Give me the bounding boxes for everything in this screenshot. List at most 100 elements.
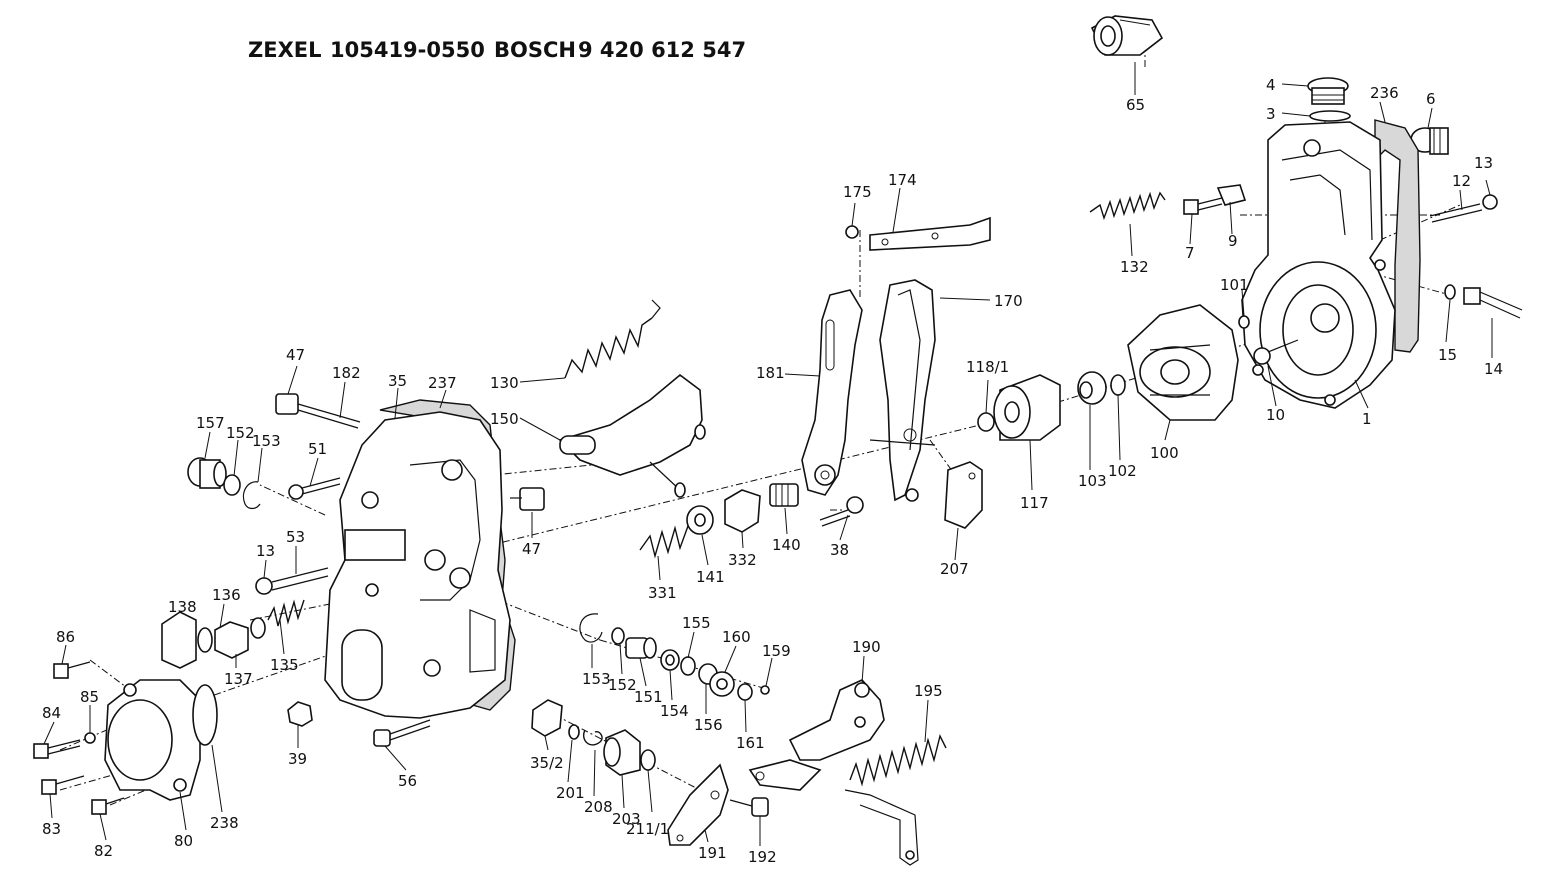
part-12-screw <box>1429 203 1483 223</box>
part-86-screw <box>53 661 91 679</box>
part-137-lock-nut <box>214 621 249 659</box>
label-6: 6 <box>1426 90 1436 108</box>
part-39-nut <box>287 701 313 727</box>
label-140: 140 <box>772 536 801 554</box>
label-207: 207 <box>940 560 969 578</box>
part-150-lever <box>558 373 706 498</box>
label-238: 238 <box>210 814 239 832</box>
part-201-washer <box>568 724 580 740</box>
label-160: 160 <box>722 628 751 646</box>
label-208: 208 <box>584 798 613 816</box>
bosch-part-number: 9 420 612 547 <box>578 38 746 62</box>
part-51-screw <box>288 477 341 500</box>
label-152-top: 152 <box>226 424 255 442</box>
part-159-ball <box>760 685 770 695</box>
part-35-governor-cover <box>324 411 511 719</box>
part-195-rod <box>844 789 919 866</box>
label-1: 1 <box>1362 410 1372 428</box>
part-153-circlip-lower <box>579 613 603 643</box>
part-136-washer <box>197 627 213 653</box>
label-161: 161 <box>736 734 765 752</box>
label-100: 100 <box>1150 444 1179 462</box>
part-82-screw <box>91 797 125 815</box>
label-191: 191 <box>698 844 727 862</box>
part-152-ring-top <box>223 474 241 496</box>
label-53: 53 <box>286 528 305 546</box>
label-82: 82 <box>94 842 113 860</box>
label-141: 141 <box>696 568 725 586</box>
part-153-circlip-top <box>242 481 261 510</box>
label-152-lower: 152 <box>608 676 637 694</box>
label-4: 4 <box>1266 76 1276 94</box>
part-141-nut <box>686 505 714 535</box>
label-201: 201 <box>556 784 585 802</box>
reference-numbers: 65 4 3 236 6 175 174 132 7 9 12 13 170 1… <box>42 76 1503 866</box>
part-170-lever <box>869 279 936 502</box>
label-211-1: 211/1 <box>626 820 669 838</box>
label-130: 130 <box>490 374 519 392</box>
part-13-nut-top <box>1482 194 1498 210</box>
part-7-screw <box>1183 197 1223 215</box>
label-195: 195 <box>914 682 943 700</box>
label-155: 155 <box>682 614 711 632</box>
part-174-link <box>869 216 991 251</box>
label-153-lower: 153 <box>582 670 611 688</box>
label-84: 84 <box>42 704 61 722</box>
part-135-screw <box>267 599 305 627</box>
label-332: 332 <box>728 551 757 569</box>
label-132: 132 <box>1120 258 1149 276</box>
part-207-block <box>944 461 983 529</box>
label-102: 102 <box>1108 462 1137 480</box>
label-153-top: 153 <box>252 432 281 450</box>
part-331-spring <box>639 525 689 559</box>
part-211-1-washer <box>640 749 656 771</box>
part-38-screw <box>819 496 864 527</box>
part-4-plug <box>1307 77 1349 105</box>
label-156: 156 <box>694 716 723 734</box>
label-39: 39 <box>288 750 307 768</box>
part-14-bolt <box>1463 287 1523 319</box>
part-195-spring <box>849 733 947 787</box>
label-56: 56 <box>398 772 417 790</box>
label-190: 190 <box>852 638 881 656</box>
label-7: 7 <box>1185 244 1195 262</box>
part-103-bushing <box>1077 371 1107 405</box>
part-118-1-washer <box>977 412 995 432</box>
label-3: 3 <box>1266 105 1276 123</box>
part-154-nut <box>660 649 680 671</box>
part-191-bracket <box>667 763 729 846</box>
part-132-spring <box>1089 191 1166 221</box>
label-47-bottom: 47 <box>522 540 541 558</box>
part-208-spring <box>583 729 603 746</box>
part-3-washer <box>1309 110 1351 122</box>
part-238-o-ring <box>192 684 218 746</box>
label-13-top: 13 <box>1474 154 1493 172</box>
label-182: 182 <box>332 364 361 382</box>
part-175-screw <box>845 225 859 239</box>
label-101: 101 <box>1220 276 1249 294</box>
label-138: 138 <box>168 598 197 616</box>
label-15: 15 <box>1438 346 1457 364</box>
part-190-lever <box>748 679 885 791</box>
part-100-flyweights <box>1127 304 1239 421</box>
label-86: 86 <box>56 628 75 646</box>
part-157-plug <box>187 457 227 489</box>
part-56-screw <box>373 719 431 747</box>
part-65-nut <box>1090 15 1164 56</box>
label-117: 117 <box>1020 494 1049 512</box>
label-170: 170 <box>994 292 1023 310</box>
label-80: 80 <box>174 832 193 850</box>
label-65: 65 <box>1126 96 1145 114</box>
part-138-cap-nut <box>161 611 197 669</box>
label-103: 103 <box>1078 472 1107 490</box>
part-53-screw <box>271 567 329 591</box>
part-47-screw-top <box>275 393 361 429</box>
label-181: 181 <box>756 364 785 382</box>
label-237: 237 <box>428 374 457 392</box>
part-236-gasket <box>1374 119 1421 353</box>
label-118-1: 118/1 <box>966 358 1009 376</box>
label-135: 135 <box>270 656 299 674</box>
part-135-washer <box>250 617 266 639</box>
